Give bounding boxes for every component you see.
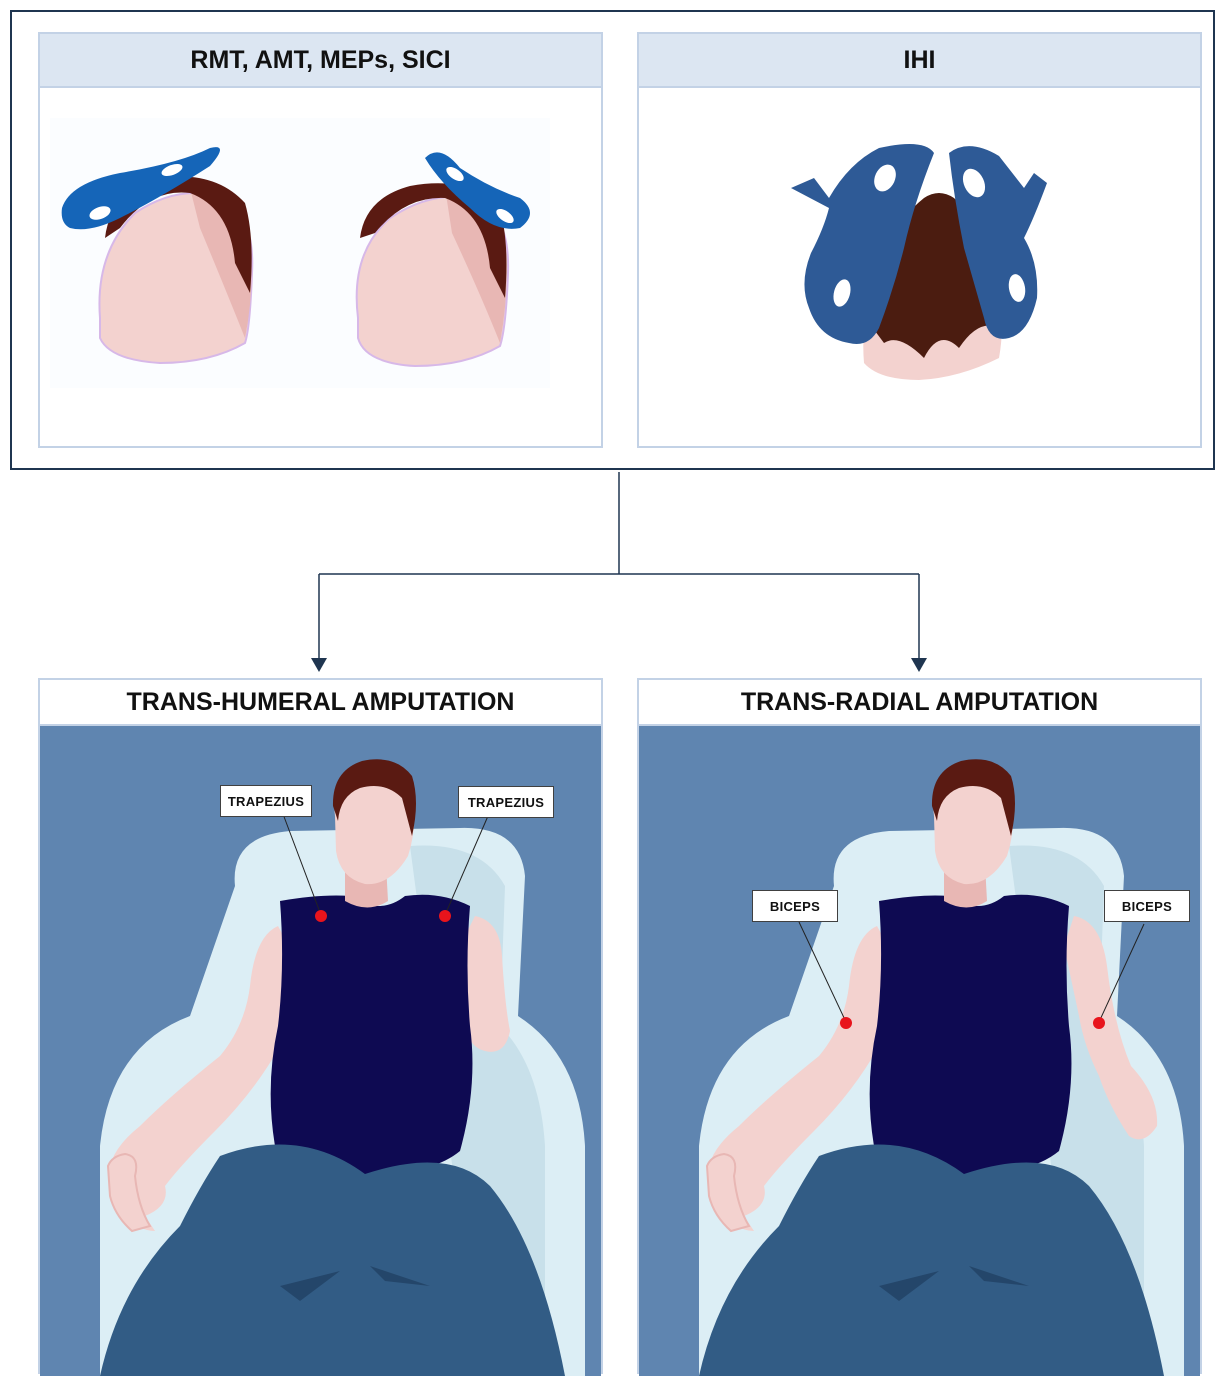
trans-humeral-illustration [40, 726, 601, 1376]
panel-trans-humeral-title: TRANS-HUMERAL AMPUTATION [40, 680, 601, 726]
panel-trans-humeral: TRANS-HUMERAL AMPUTATION TRAPEZIUS TRAPE… [38, 678, 603, 1374]
trapezius-label-left: TRAPEZIUS [220, 785, 312, 817]
flow-connectors [0, 0, 1216, 700]
biceps-right-marker [1093, 1017, 1105, 1029]
biceps-left-marker [840, 1017, 852, 1029]
biceps-label-right: BICEPS [1104, 890, 1190, 922]
trans-radial-illustration [639, 726, 1200, 1376]
panel-trans-radial: TRANS-RADIAL AMPUTATION BICEPS BICEPS [637, 678, 1202, 1374]
trapezius-right-marker [439, 910, 451, 922]
trapezius-left-marker [315, 910, 327, 922]
panel-trans-radial-title: TRANS-RADIAL AMPUTATION [639, 680, 1200, 726]
trapezius-label-right: TRAPEZIUS [458, 786, 554, 818]
biceps-label-left: BICEPS [752, 890, 838, 922]
